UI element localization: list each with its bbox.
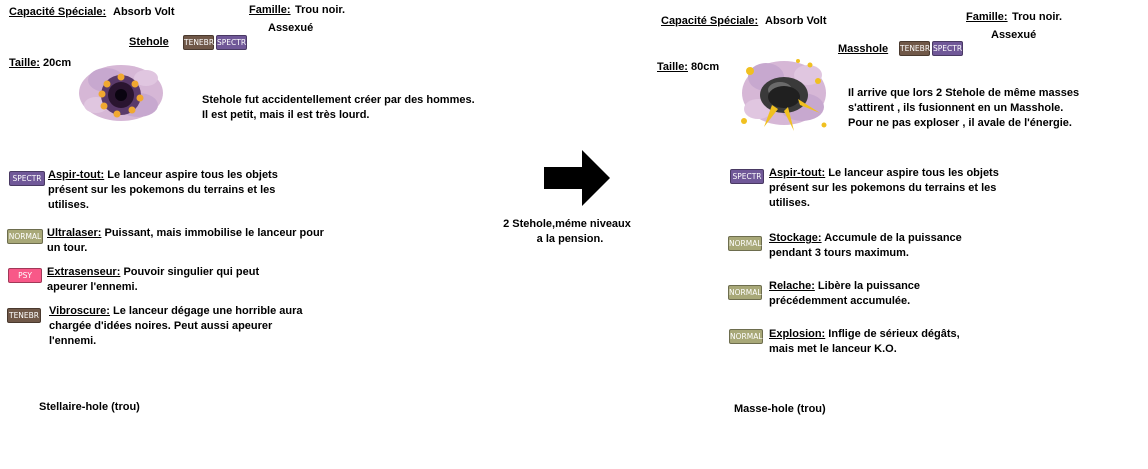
move-name: Aspir-tout: <box>48 169 105 181</box>
move-type-badge: PSY <box>8 268 42 283</box>
description: Stehole fut accidentellement créer par d… <box>202 93 475 123</box>
gender: Assexué <box>991 29 1037 41</box>
size-value: 20cm <box>43 57 72 69</box>
move-name: Explosion: <box>769 328 826 340</box>
ability-value: Absorb Volt <box>113 6 175 18</box>
move-name: Ultralaser: <box>47 227 102 239</box>
size-label: Taille: <box>9 57 40 69</box>
move-type-badge: NORMAL <box>728 285 762 300</box>
masshole-sprite <box>741 59 827 131</box>
description-line: s'attirent , ils fusionnent en un Massho… <box>848 102 1064 114</box>
move-entry: Vibroscure: Le lanceur dégage une horrib… <box>49 304 319 349</box>
description-line: Stehole fut accidentellement créer par d… <box>202 94 475 106</box>
move-entry: Extrasenseur: Pouvoir singulier qui peut… <box>47 265 297 295</box>
stehole-sprite <box>79 65 163 121</box>
move-type-badge: NORMAL <box>7 229 43 244</box>
move-text: Le lanceur aspire tous les objets présen… <box>48 169 278 211</box>
gender: Assexué <box>268 22 314 34</box>
move-text: Pouvoir singulier qui peut apeurer l'enn… <box>47 266 260 293</box>
pokemon-name: Masshole <box>838 43 889 55</box>
description-line: Il est petit, mais il est très lourd. <box>202 109 370 121</box>
type-badge-spectr: SPECTR <box>932 41 963 56</box>
move-entry: Relache: Libère la puissance précédemmen… <box>769 279 959 309</box>
move-text: Le lanceur dégage une horrible aura char… <box>49 305 303 347</box>
move-text: Accumule de la puissance pendant 3 tours… <box>769 232 962 259</box>
move-type-badge: NORMAL <box>729 329 763 344</box>
move-type-badge: TENEBR <box>7 308 41 323</box>
move-name: Relache: <box>769 280 815 292</box>
move-name: Vibroscure: <box>49 305 110 317</box>
move-entry: Stockage: Accumule de la puissance penda… <box>769 231 999 261</box>
move-entry: Ultralaser: Puissant, mais immobilise le… <box>47 226 327 256</box>
size-label: Taille: <box>657 61 688 73</box>
description-line: Pour ne pas exploser , il avale de l'éne… <box>848 117 1072 129</box>
ability-label: Capacité Spéciale: <box>661 15 759 27</box>
description: Il arrive que lors 2 Stehole de même mas… <box>848 86 1079 131</box>
move-entry: Aspir-tout: Le lanceur aspire tous les o… <box>769 166 999 211</box>
arrow-right-icon <box>544 150 610 206</box>
move-text: Libère la puissance précédemment accumul… <box>769 280 921 307</box>
caption: Stellaire-hole (trou) <box>39 401 140 413</box>
move-entry: Aspir-tout: Le lanceur aspire tous les o… <box>48 168 278 213</box>
evolution-line: 2 Stehole,méme niveaux <box>503 218 631 230</box>
move-type-badge: SPECTR <box>730 169 764 184</box>
move-name: Extrasenseur: <box>47 266 121 278</box>
move-type-badge: NORMAL <box>728 236 762 251</box>
family-label: Famille: <box>966 11 1008 23</box>
pokemon-name: Stehole <box>129 36 169 48</box>
type-badge-tenebr: TENEBR <box>183 35 214 50</box>
move-name: Stockage: <box>769 232 822 244</box>
evolution-condition: 2 Stehole,méme niveaux a la pension. <box>498 217 636 247</box>
move-name: Aspir-tout: <box>769 167 826 179</box>
move-entry: Explosion: Inflige de sérieux dégâts, ma… <box>769 327 969 357</box>
size-value: 80cm <box>691 61 720 73</box>
caption: Masse-hole (trou) <box>734 403 826 415</box>
ability-value: Absorb Volt <box>765 15 827 27</box>
family-value: Trou noir. <box>295 4 346 16</box>
type-badge-spectr: SPECTR <box>216 35 247 50</box>
description-line: Il arrive que lors 2 Stehole de même mas… <box>848 87 1080 99</box>
move-text: Puissant, mais immobilise le lanceur pou… <box>47 227 324 254</box>
evolution-line: a la pension. <box>536 233 604 245</box>
move-text: Le lanceur aspire tous les objets présen… <box>769 167 999 209</box>
family-label: Famille: <box>249 4 291 16</box>
ability-label: Capacité Spéciale: <box>9 6 107 18</box>
move-type-badge: SPECTR <box>9 171 45 186</box>
family-value: Trou noir. <box>1012 11 1063 23</box>
type-badge-tenebr: TENEBR <box>899 41 930 56</box>
move-text: Inflige de sérieux dégâts, mais met le l… <box>769 328 960 355</box>
